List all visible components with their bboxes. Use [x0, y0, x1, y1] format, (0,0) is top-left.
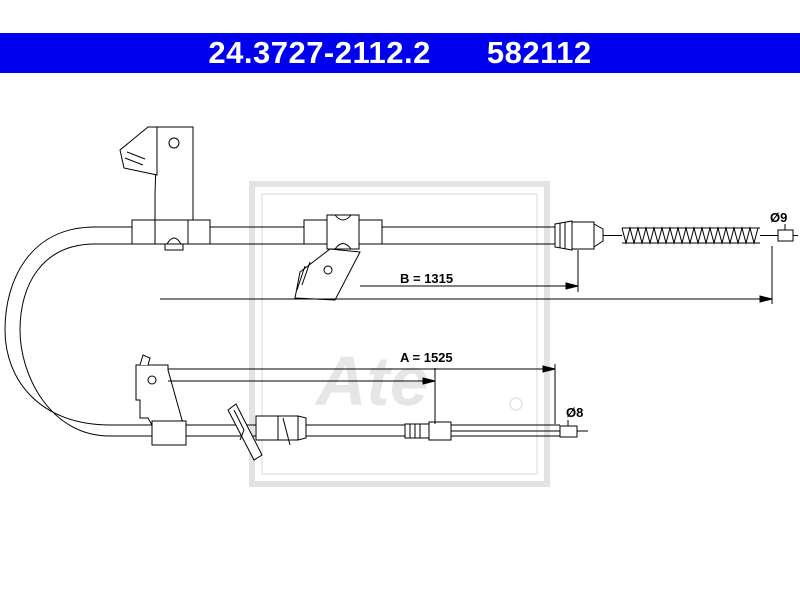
- dimension-b: [160, 246, 773, 304]
- middle-clip: [294, 214, 383, 301]
- dimension-b-label: B = 1315: [400, 271, 453, 286]
- part-number: 24.3727-2112.2: [208, 35, 431, 70]
- diameter-leaders: [567, 224, 786, 426]
- dimension-a: [168, 364, 556, 424]
- part-code: 582112: [486, 35, 592, 70]
- diameter-lower-label: Ø8: [566, 405, 583, 420]
- lower-bracket: [135, 354, 188, 446]
- cable-bend: [4, 226, 111, 437]
- upper-mounting-bracket: [119, 126, 211, 251]
- diameter-upper-label: Ø9: [770, 210, 787, 225]
- title-bar: 24.3727-2112.2 582112: [0, 33, 800, 73]
- dimension-a-label: A = 1525: [400, 350, 453, 365]
- spring: [621, 226, 798, 245]
- lower-end-fitting: [404, 421, 588, 441]
- lower-clip: [227, 403, 307, 461]
- upper-end-fitting: [554, 220, 604, 251]
